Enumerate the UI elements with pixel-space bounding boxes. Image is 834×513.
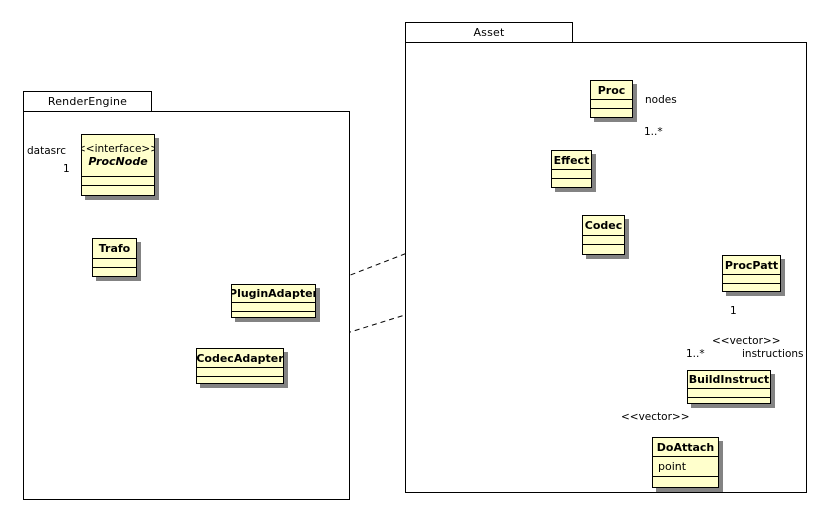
class-pluginadapter[interactable]: PluginAdapter (231, 284, 316, 318)
class-pluginadapter-header: PluginAdapter (232, 285, 315, 303)
class-codec-operations (583, 245, 624, 254)
class-codec-name: Codec (584, 219, 623, 232)
class-procpatt-attributes (723, 275, 780, 284)
class-buildinstruct-operations (688, 398, 770, 407)
class-trafo-operations (93, 268, 136, 277)
class-pluginadapter-operations (232, 312, 315, 321)
class-codec[interactable]: Codec (582, 215, 625, 255)
class-procnode-stereotype: <<interface>> (82, 143, 154, 155)
class-procpatt-operations (723, 284, 780, 293)
class-procnode-header: <<interface>> ProcNode (82, 135, 154, 177)
class-pluginadapter-attributes (232, 303, 315, 312)
edge-label-instructions-multiplicity: 1..* (686, 348, 705, 360)
class-proc-operations (591, 109, 632, 118)
class-effect[interactable]: Effect (551, 150, 592, 188)
class-doattach-operations (653, 477, 718, 487)
class-codecadapter-operations (197, 377, 283, 386)
class-proc-name: Proc (597, 83, 626, 97)
edge-label-nodes-multiplicity: 1..* (644, 126, 663, 138)
class-trafo[interactable]: Trafo (92, 238, 137, 277)
class-buildinstruct-attributes (688, 389, 770, 398)
class-buildinstruct-name: BuildInstruct (688, 373, 770, 386)
package-renderengine-label: RenderEngine (47, 95, 128, 108)
class-procpatt-header: ProcPatt (723, 256, 780, 275)
class-codecadapter-header: CodecAdapter (197, 349, 283, 368)
class-codecadapter-name: CodecAdapter (197, 351, 283, 365)
edge-label-procpatt-multiplicity: 1 (730, 305, 737, 317)
package-asset-tab: Asset (405, 22, 573, 43)
class-codecadapter[interactable]: CodecAdapter (196, 348, 284, 384)
package-asset-label: Asset (473, 26, 505, 39)
class-procnode-operations (82, 186, 154, 195)
package-renderengine-tab: RenderEngine (23, 91, 152, 112)
class-trafo-header: Trafo (93, 239, 136, 259)
edge-label-nodes: nodes (645, 94, 677, 106)
class-doattach[interactable]: DoAttach point (652, 437, 719, 488)
class-effect-name: Effect (553, 153, 590, 167)
edge-label-instructions-stereotype: <<vector>> (712, 335, 781, 347)
class-procpatt-name: ProcPatt (724, 258, 779, 272)
class-procnode[interactable]: <<interface>> ProcNode (81, 134, 155, 196)
edge-label-datasrc-multiplicity: 1 (63, 163, 70, 175)
class-effect-operations (552, 179, 591, 188)
edge-label-datasrc: datasrc (27, 145, 66, 157)
class-doattach-header: DoAttach (653, 438, 718, 457)
class-codec-attributes (583, 236, 624, 245)
edge-label-instructions: instructions (742, 348, 804, 360)
edge-label-doattach-stereotype: <<vector>> (621, 411, 690, 423)
class-procpatt[interactable]: ProcPatt (722, 255, 781, 292)
class-proc-header: Proc (591, 81, 632, 100)
class-buildinstruct[interactable]: BuildInstruct (687, 370, 771, 404)
class-proc[interactable]: Proc (590, 80, 633, 118)
class-pluginadapter-name: PluginAdapter (232, 287, 315, 300)
class-buildinstruct-header: BuildInstruct (688, 371, 770, 389)
class-proc-attributes (591, 100, 632, 109)
class-effect-attributes (552, 170, 591, 179)
class-doattach-attribute-point: point (658, 460, 687, 473)
class-codec-header: Codec (583, 216, 624, 236)
class-effect-header: Effect (552, 151, 591, 170)
class-doattach-name: DoAttach (656, 440, 715, 454)
class-trafo-name: Trafo (98, 242, 131, 255)
class-trafo-attributes (93, 259, 136, 268)
class-codecadapter-attributes (197, 368, 283, 377)
class-procnode-attributes (82, 177, 154, 186)
class-procnode-name: ProcNode (88, 155, 148, 168)
class-doattach-attributes: point (653, 457, 718, 477)
